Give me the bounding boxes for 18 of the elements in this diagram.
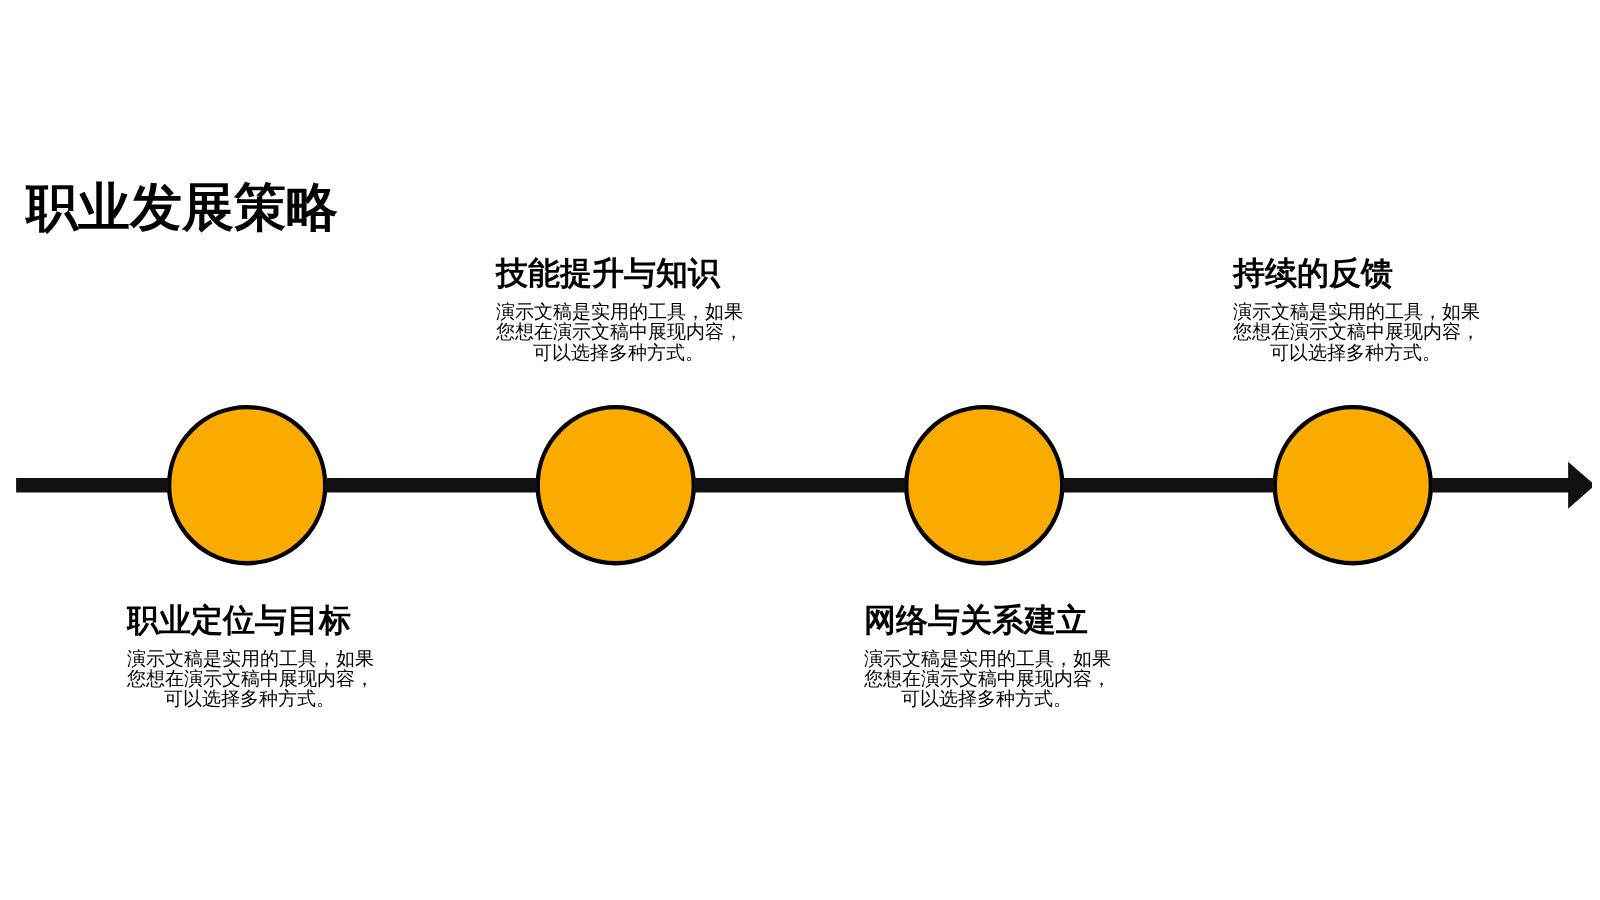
node-label: 演示文稿是实用的工具，如果您想在演示文稿中展现内容，可以选择多种方式。 <box>864 647 1112 709</box>
connector <box>1062 477 1275 492</box>
node-label: 网络与关系建立 <box>864 600 1089 638</box>
connector <box>693 477 906 492</box>
connector <box>325 477 538 492</box>
node-label: 职业定位与目标 <box>127 600 352 638</box>
node-label: 技能提升与知识 <box>495 253 720 291</box>
node-label: 演示文稿是实用的工具，如果您想在演示文稿中展现内容，可以选择多种方式。 <box>127 647 375 709</box>
arrow <box>1431 461 1592 509</box>
node-circle <box>1272 404 1434 565</box>
node-label: 演示文稿是实用的工具，如果您想在演示文稿中展现内容，可以选择多种方式。 <box>1232 300 1480 363</box>
node-label: 持续的反馈 <box>1232 253 1393 291</box>
diagram-title: 职业发展策略 <box>26 176 339 237</box>
node-circle <box>166 404 328 565</box>
node-circle <box>904 404 1065 565</box>
connector <box>16 477 169 492</box>
node-circle <box>535 404 696 565</box>
node-label: 演示文稿是实用的工具，如果您想在演示文稿中展现内容，可以选择多种方式。 <box>495 300 743 363</box>
